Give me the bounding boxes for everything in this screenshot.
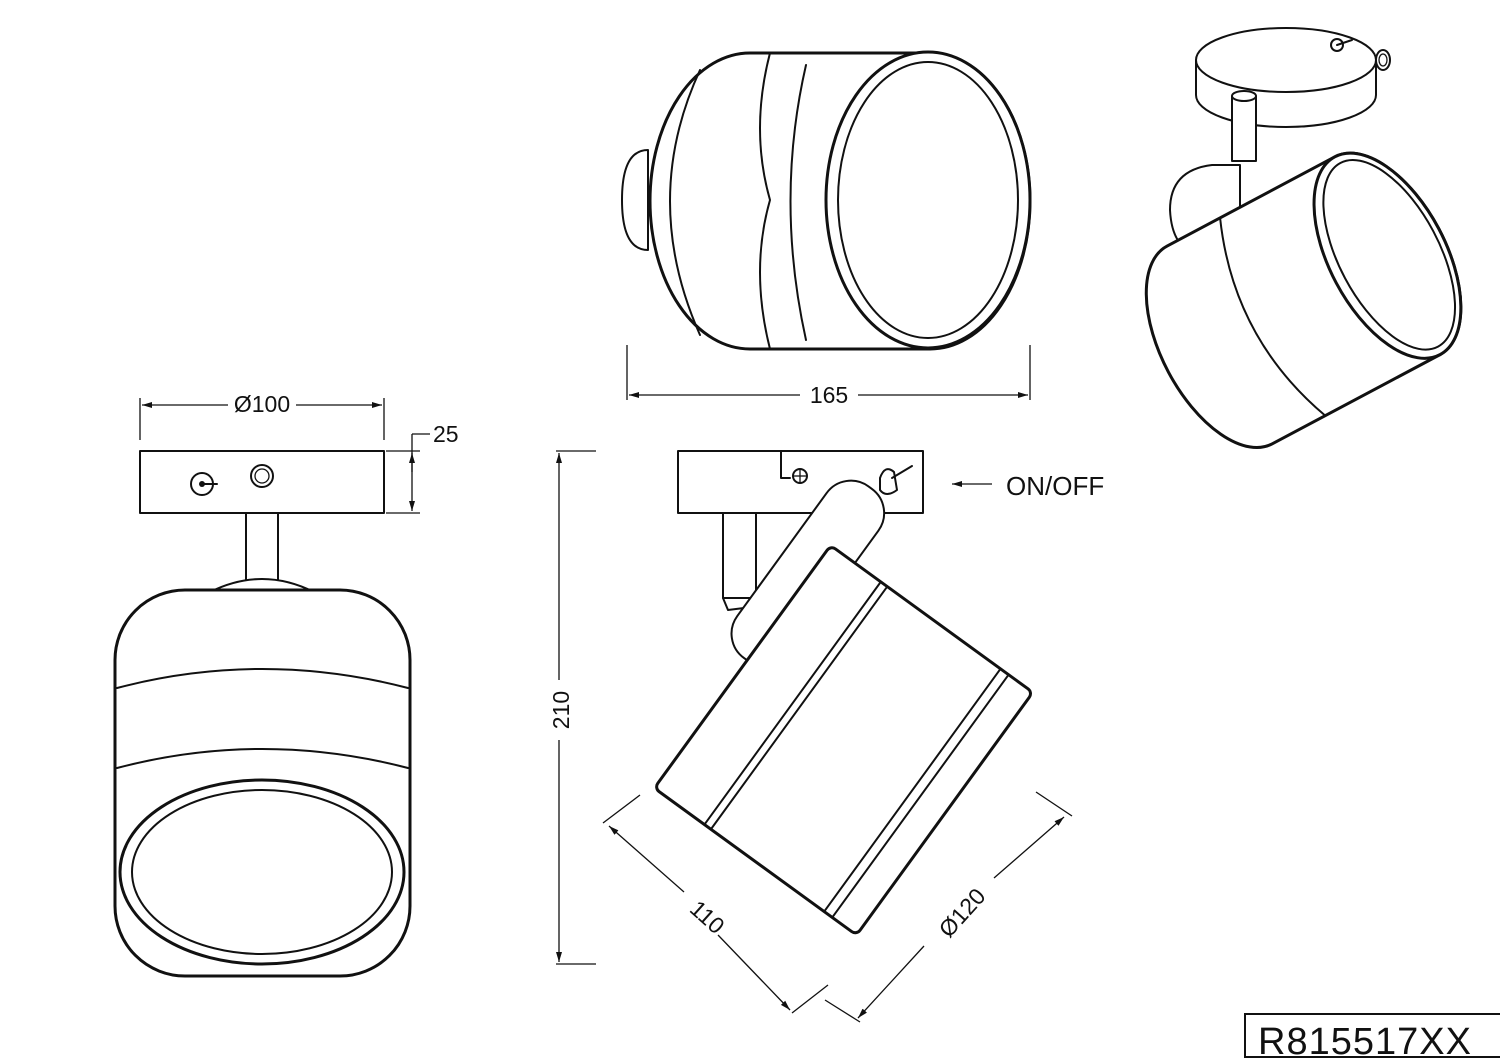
switch-icon (1330, 38, 1353, 52)
plate-diameter-dimension (139, 398, 385, 440)
screw-hole-icon (1375, 49, 1391, 71)
isometric-view (1144, 27, 1463, 449)
shade-diameter-dimension (824, 791, 1073, 1023)
side-view (655, 450, 1032, 935)
screw-icon (792, 468, 808, 484)
on-off-label: ON/OFF (1006, 471, 1104, 501)
shade-diameter-label: Ø120 (934, 883, 991, 942)
top-view (621, 50, 1032, 351)
shade-length-label: 110 (685, 895, 730, 939)
shade-length-dimension (602, 794, 829, 1014)
toggle-switch-icon (879, 465, 913, 495)
plate-height-label: 25 (433, 421, 459, 447)
plate-diameter-label: Ø100 (234, 391, 290, 417)
switch-icon (190, 472, 218, 496)
height-label: 210 (548, 691, 574, 729)
product-code: R815517XX (1244, 1013, 1500, 1058)
plate-height-dimension (386, 433, 430, 514)
length-label: 165 (810, 382, 848, 408)
front-view (113, 450, 412, 978)
screw-hole-icon (250, 464, 274, 488)
height-dimension (556, 450, 596, 965)
length-dimension (626, 345, 1031, 400)
